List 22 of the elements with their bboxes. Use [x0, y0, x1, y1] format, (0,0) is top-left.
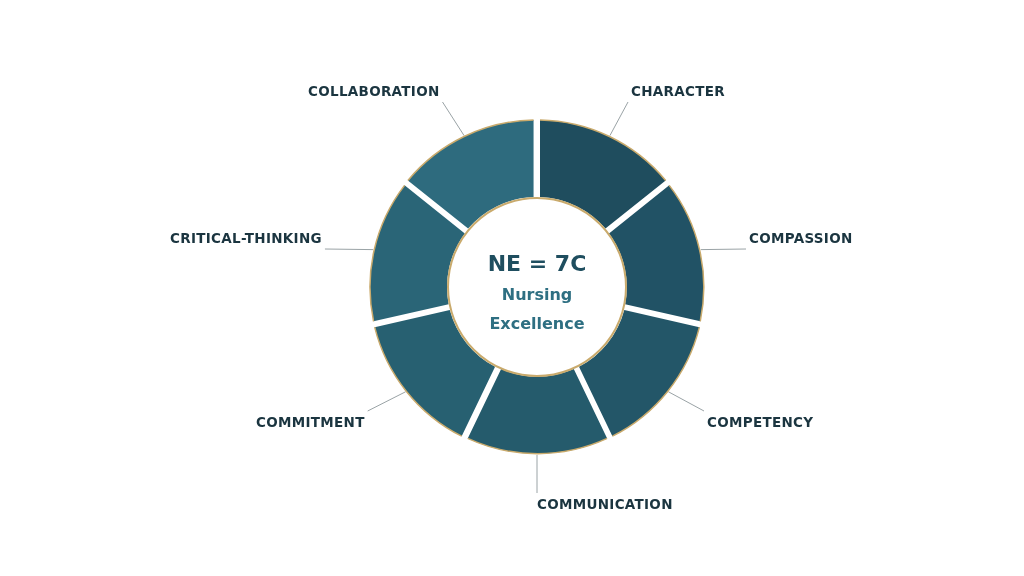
segment-label: COMMITMENT	[256, 414, 365, 430]
segment-label: COMMUNICATION	[537, 496, 673, 512]
segment-label: CRITICAL-THINKING	[170, 230, 322, 246]
segment-label: COLLABORATION	[308, 83, 440, 99]
leader-line	[324, 248, 374, 251]
leader-line	[367, 391, 407, 412]
segment-label: CHARACTER	[631, 83, 725, 99]
ring-segment	[407, 119, 535, 229]
leader-line	[700, 248, 747, 251]
leader-line	[609, 101, 629, 137]
ring-segment	[369, 184, 465, 322]
center-subtitle: Nursing Excellence	[488, 283, 586, 335]
leader-line	[667, 391, 705, 412]
ring-segment	[466, 369, 608, 455]
segment-label: COMPASSION	[749, 230, 853, 246]
ring-segment	[539, 119, 667, 229]
segment-label: COMPETENCY	[707, 414, 814, 430]
center-heading: NE = 7C	[487, 249, 587, 278]
ring-segment	[609, 184, 705, 322]
leader-line	[536, 454, 538, 494]
center-circle	[447, 197, 627, 377]
leader-line	[442, 101, 465, 137]
